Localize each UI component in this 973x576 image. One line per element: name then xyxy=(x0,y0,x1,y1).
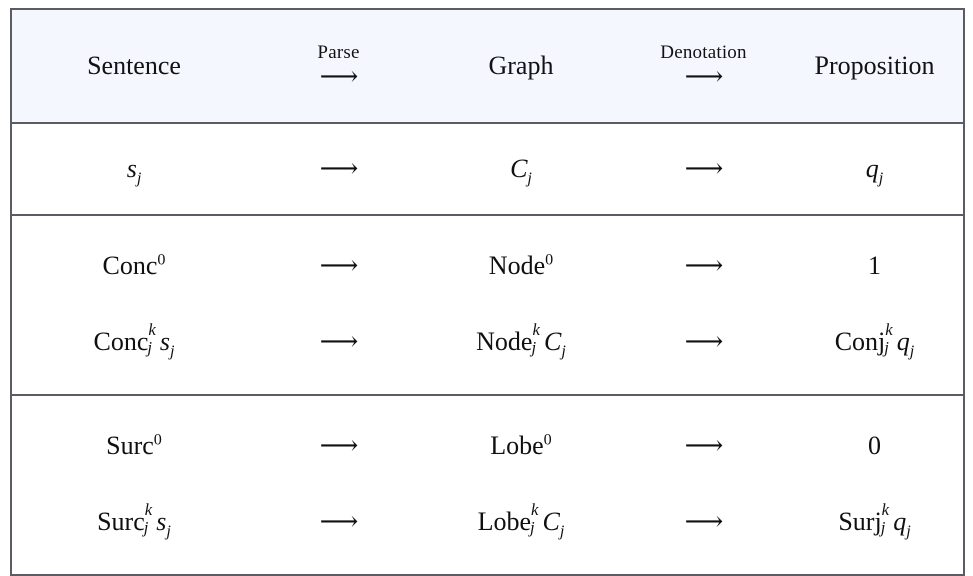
column-header-proposition: Proposition xyxy=(786,9,964,124)
right-arrow-icon: ⟶ xyxy=(319,60,359,91)
right-arrow-icon: ⟶ xyxy=(684,250,724,280)
right-arrow-icon: ⟶ xyxy=(684,326,724,356)
header-arrow-parse: Parse ⟶ xyxy=(256,9,421,124)
math-graph: Lobe0 xyxy=(490,431,552,460)
right-arrow-icon: ⟶ xyxy=(319,153,359,183)
arrow-caption-parse: Parse xyxy=(317,41,360,63)
math-proposition: qj xyxy=(865,154,884,188)
math-sentence: Surc0 xyxy=(106,431,162,460)
table-row: Conc0 ⟶ Node0 ⟶ 1 xyxy=(11,214,964,304)
cell-graph: Cj xyxy=(421,123,621,215)
math-proposition: 0 xyxy=(868,431,881,460)
labelled-arrow-parse: Parse ⟶ xyxy=(317,41,360,91)
cell-arrow: ⟶ xyxy=(621,394,786,484)
table-row: Surc0 ⟶ Lobe0 ⟶ 0 xyxy=(11,394,964,484)
cell-sentence: Surc0 xyxy=(11,394,256,484)
cell-arrow: ⟶ xyxy=(256,214,421,304)
math-sentence: sj xyxy=(126,154,142,188)
right-arrow-icon: ⟶ xyxy=(684,60,724,91)
cell-arrow: ⟶ xyxy=(256,304,421,395)
cell-arrow: ⟶ xyxy=(621,484,786,575)
cell-graph: Node0 xyxy=(421,214,621,304)
math-graph: Cj xyxy=(510,154,532,188)
table-body: sj ⟶ Cj ⟶ qj Conc0 xyxy=(11,123,964,575)
right-arrow-icon: ⟶ xyxy=(319,326,359,356)
cell-arrow: ⟶ xyxy=(256,394,421,484)
cell-graph: Lobe0 xyxy=(421,394,621,484)
labelled-arrow-denotation: Denotation ⟶ xyxy=(660,41,747,91)
cell-proposition: 1 xyxy=(786,214,964,304)
figure-page: Sentence Parse ⟶ Graph Denotation ⟶ xyxy=(10,8,965,576)
right-arrow-icon: ⟶ xyxy=(684,506,724,536)
right-arrow-icon: ⟶ xyxy=(319,430,359,460)
cell-arrow: ⟶ xyxy=(621,214,786,304)
table-header: Sentence Parse ⟶ Graph Denotation ⟶ xyxy=(11,9,964,124)
column-header-proposition-label: Proposition xyxy=(814,51,935,81)
cell-sentence: Conc0 xyxy=(11,214,256,304)
cell-arrow: ⟶ xyxy=(256,484,421,575)
math-graph: Node0 xyxy=(488,251,554,280)
right-arrow-icon: ⟶ xyxy=(684,430,724,460)
column-header-graph: Graph xyxy=(421,9,621,124)
header-arrow-denotation: Denotation ⟶ xyxy=(621,9,786,124)
right-arrow-icon: ⟶ xyxy=(319,506,359,536)
table-row: sj ⟶ Cj ⟶ qj xyxy=(11,123,964,215)
column-header-sentence-label: Sentence xyxy=(87,51,181,81)
math-sentence: Conc0 xyxy=(102,251,166,280)
cell-arrow: ⟶ xyxy=(256,123,421,215)
header-row: Sentence Parse ⟶ Graph Denotation ⟶ xyxy=(11,9,964,124)
column-header-graph-label: Graph xyxy=(488,51,554,81)
column-header-sentence: Sentence xyxy=(11,9,256,124)
cell-arrow: ⟶ xyxy=(621,123,786,215)
math-proposition: 1 xyxy=(868,251,881,280)
cell-proposition: 0 xyxy=(786,394,964,484)
sentence-graph-proposition-table: Sentence Parse ⟶ Graph Denotation ⟶ xyxy=(10,8,965,576)
cell-sentence: sj xyxy=(11,123,256,215)
cell-arrow: ⟶ xyxy=(621,304,786,395)
right-arrow-icon: ⟶ xyxy=(684,153,724,183)
cell-proposition: qj xyxy=(786,123,964,215)
right-arrow-icon: ⟶ xyxy=(319,250,359,280)
arrow-caption-denotation: Denotation xyxy=(660,41,747,63)
